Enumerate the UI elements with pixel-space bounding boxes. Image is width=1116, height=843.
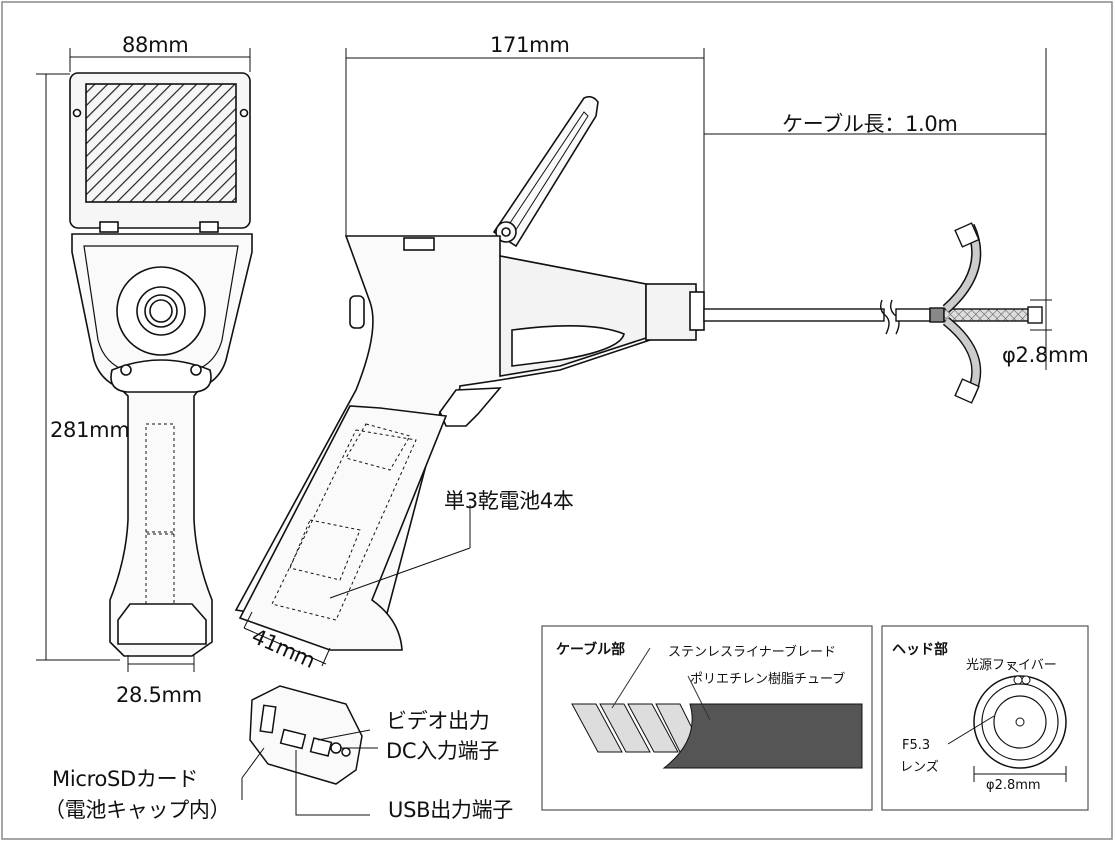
callout-usb-out: USB出力端子 (388, 798, 514, 822)
front-view (36, 48, 253, 672)
dim-side-length: 171mm (490, 33, 570, 57)
cable-section-title: ケーブル部 (556, 642, 626, 658)
head-label-diameter: φ2.8mm (986, 778, 1041, 793)
callout-dc-in: DC入力端子 (386, 739, 500, 763)
head-label-lens-f: F5.3 (902, 738, 931, 753)
head-section-box (881, 625, 1089, 811)
callout-microsd-note: （電池キャップ内） (44, 798, 231, 822)
dim-head-diameter: φ2.8mm (1002, 343, 1089, 367)
side-view (234, 48, 1047, 667)
cable (703, 222, 1052, 404)
cable-label-braid: ステンレスライナーブレード (668, 645, 836, 660)
dim-height: 281mm (50, 418, 130, 442)
cable-section-box (541, 625, 873, 811)
callout-battery: 単3乾電池4本 (444, 489, 574, 513)
dim-grip-width: 28.5mm (116, 683, 202, 707)
head-label-lens: レンズ (900, 760, 939, 775)
dim-front-width: 88mm (122, 33, 189, 57)
callout-microsd: MicroSDカード (52, 767, 199, 791)
dim-cable-length: ケーブル長：1.0m (782, 112, 958, 136)
connector-detail (241, 685, 378, 816)
callout-video-out: ビデオ出力 (386, 709, 490, 733)
head-label-fiber: 光源ファイバー (966, 658, 1057, 673)
cable-label-tube: ポリエチレン樹脂チューブ (690, 672, 846, 687)
head-section-title: ヘッド部 (892, 642, 948, 658)
